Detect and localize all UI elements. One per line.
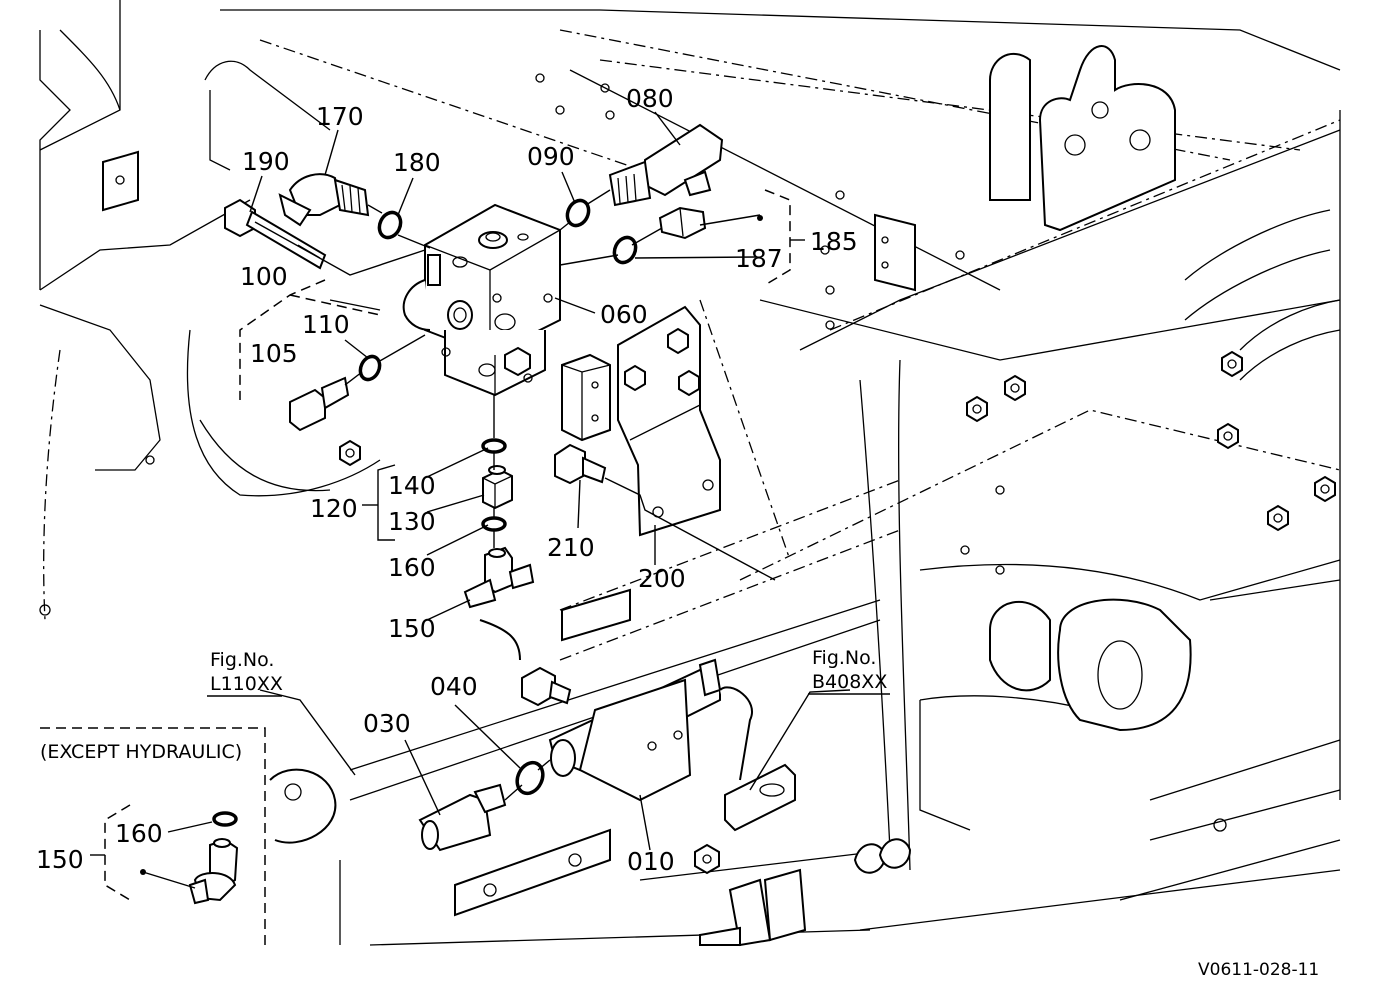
label-170: 170 [316, 102, 364, 131]
fitting-210 [554, 443, 607, 485]
label-190: 190 [242, 147, 290, 176]
elbow-fitting-080 [608, 123, 724, 207]
inset-elbow-fitting [188, 838, 239, 905]
inset-except-hydraulic: (EXCEPT HYDRAULIC) 150 160 [36, 727, 266, 945]
fig-ref-b-prefix: Fig.No. [812, 647, 876, 669]
elbow-fitting-170 [278, 173, 370, 227]
label-090: 090 [527, 142, 575, 171]
tee-fitting-150 [463, 546, 535, 609]
o-ring-180 [377, 210, 403, 240]
assembly-lines [254, 189, 776, 801]
frame-nut-6 [1267, 504, 1289, 532]
label-187: 187 [735, 244, 783, 273]
o-ring-110 [358, 354, 382, 382]
frame-nut-4 [1217, 422, 1239, 450]
spacer-block [561, 353, 611, 442]
label-185: 185 [810, 227, 858, 256]
label-105: 105 [250, 339, 298, 368]
part-labels: 190 170 180 090 080 185 187 060 100 110 … [240, 84, 858, 876]
fitting-187 [658, 206, 707, 240]
nut-010 [694, 843, 720, 875]
label-140: 140 [388, 471, 436, 500]
o-ring-040 [515, 760, 545, 796]
inset-label-160: 160 [115, 819, 163, 848]
fitting-030 [418, 783, 507, 852]
valve-010 [548, 658, 722, 802]
fig-ref-b: B408XX [812, 671, 887, 693]
bracket-200 [617, 305, 721, 537]
label-180: 180 [393, 148, 441, 177]
machine-frame-background [39, 0, 1341, 947]
o-ring-140 [481, 438, 507, 454]
frame-nut-3 [966, 395, 988, 423]
o-ring-187 [612, 235, 638, 265]
fig-ref-a: L110XX [210, 673, 283, 695]
label-100: 100 [240, 262, 288, 291]
valve-block-060 [402, 203, 561, 397]
fitting-010-inlet [521, 666, 572, 707]
frame-nut-5 [1314, 475, 1336, 503]
bullet-185 [757, 215, 763, 221]
frame-nut-7 [339, 439, 361, 467]
drawing-code: V0611-028-11 [1198, 960, 1319, 980]
label-120: 120 [310, 494, 358, 523]
o-ring-090 [565, 198, 591, 228]
o-ring-160 [481, 516, 507, 532]
label-210: 210 [547, 533, 595, 562]
inset-label-150: 150 [36, 845, 84, 874]
frame-nut-2 [1004, 374, 1026, 402]
label-110: 110 [302, 310, 350, 339]
inset-title: (EXCEPT HYDRAULIC) [40, 741, 242, 763]
label-040: 040 [430, 672, 478, 701]
bracket-clip [719, 686, 796, 832]
label-130: 130 [388, 507, 436, 536]
fig-ref-a-prefix: Fig.No. [210, 649, 274, 671]
label-060: 060 [600, 300, 648, 329]
figure-references: Fig.No. L110XX Fig.No. B408XX [207, 647, 890, 697]
group-brackets [239, 189, 805, 541]
label-200: 200 [638, 564, 686, 593]
label-080: 080 [626, 84, 674, 113]
label-010: 010 [627, 847, 675, 876]
adapter-130 [482, 465, 513, 510]
frame-nut-1 [1221, 350, 1243, 378]
leader-lines [249, 111, 851, 851]
label-150: 150 [388, 614, 436, 643]
inset-o-ring-160 [212, 811, 238, 827]
label-160: 160 [388, 553, 436, 582]
label-030: 030 [363, 709, 411, 738]
fitting-105 [289, 376, 350, 432]
